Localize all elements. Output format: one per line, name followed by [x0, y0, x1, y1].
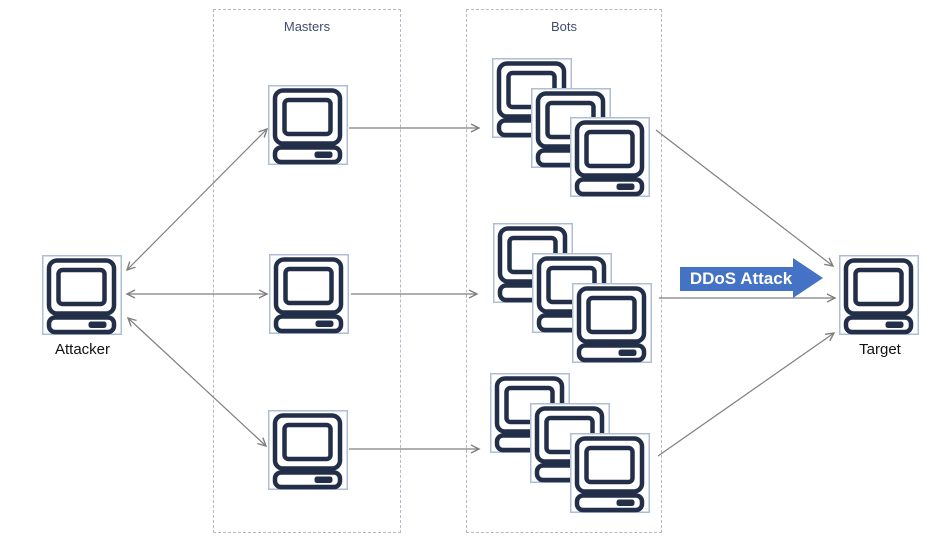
bot-cluster-bottom: [491, 374, 650, 513]
master-computer-icon: [270, 255, 349, 334]
ddos-attack-label: DDoS Attack: [690, 269, 793, 288]
connector-bots-target-top: [655, 129, 835, 267]
bot-computer-icon: [571, 434, 650, 513]
attacker-computer-icon: [43, 256, 122, 335]
ddos-block-arrow-icon: [680, 258, 823, 298]
ddos-attack-arrow: DDoS Attack: [680, 258, 823, 298]
bot-computer-icon: [571, 118, 650, 197]
attacker-label: Attacker: [54, 341, 111, 358]
master-computer-icon: [269, 86, 348, 165]
bots-label: Bots: [550, 19, 577, 34]
connector-attacker-master-bottom: [126, 316, 268, 448]
connector-bots-target-bottom: [657, 332, 836, 457]
bot-computer-icon: [573, 284, 652, 363]
bot-cluster-top: [493, 59, 650, 197]
connector-attacker-master-top: [125, 127, 269, 272]
bots-group-box: Bots: [466, 9, 662, 533]
target-computer-icon: [840, 256, 919, 335]
masters-label: Masters: [283, 19, 331, 34]
target-label: Target: [859, 341, 901, 358]
connectors: [125, 123, 837, 457]
bot-cluster-middle: [494, 224, 652, 363]
master-computer-icon: [269, 411, 348, 490]
